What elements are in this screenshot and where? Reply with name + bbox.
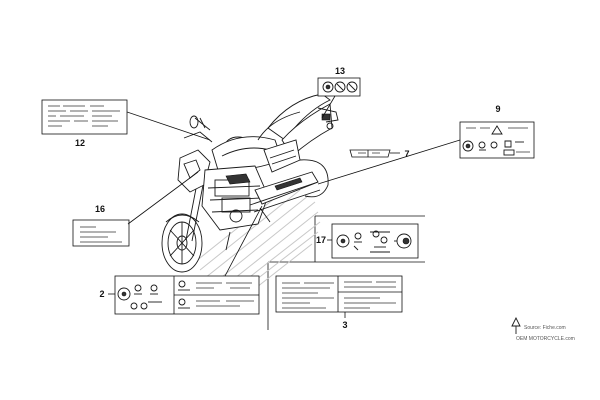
- label-13-decal: [317, 77, 361, 97]
- source-line-2: OEM MOTORCYCLE.com: [516, 336, 575, 342]
- callout-9: 9: [495, 104, 500, 114]
- callout-13: 13: [335, 66, 345, 76]
- label-16-decal: [72, 219, 130, 247]
- leader-line-13: [321, 95, 336, 119]
- callout-3: 3: [342, 320, 347, 330]
- label-7-decal: [349, 149, 391, 158]
- source-watermark: Source: Fiche.com OEM MOTORCYCLE.com: [511, 316, 575, 342]
- leader-line-12: [126, 111, 211, 141]
- leader-line-9: [317, 139, 461, 185]
- source-line-1: Source: Fiche.com: [524, 325, 566, 331]
- callout-16: 16: [95, 204, 105, 214]
- callout-2: 2: [99, 289, 104, 299]
- motorcycle-illustration: [161, 93, 339, 273]
- callout-17: 17: [316, 235, 326, 245]
- label-9-decal: [459, 121, 535, 159]
- label-2-decal: [114, 275, 260, 315]
- label-3-decal: [275, 275, 403, 313]
- label-12-decal: [41, 99, 128, 135]
- section-divider-lines: [267, 215, 425, 330]
- callout-12: 12: [75, 138, 85, 148]
- leader-line-2-to-bike: [224, 205, 263, 277]
- leader-line-16: [127, 171, 199, 225]
- label-17-decal: [331, 223, 419, 259]
- callout-7: 7: [404, 149, 409, 159]
